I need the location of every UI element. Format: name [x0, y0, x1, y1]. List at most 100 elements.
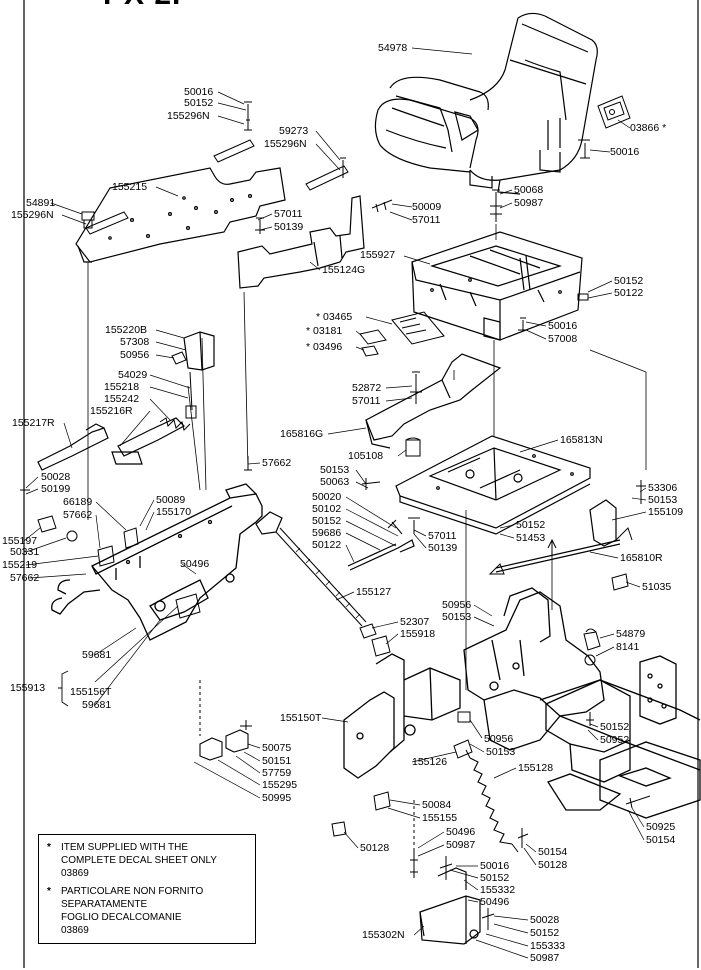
callout-57662-a: 57662 — [262, 457, 292, 469]
assembly-155302N — [420, 868, 480, 944]
callout-155332: 155332 — [480, 884, 516, 896]
note-italian-line1: PARTICOLARE NON FORNITO — [61, 886, 204, 897]
bolt-50154-50128 — [518, 828, 528, 848]
callout-165813N: 165813N — [560, 434, 603, 446]
group-bracket-155913 — [58, 671, 68, 706]
callout-50016-b: 50016 — [548, 320, 578, 332]
bolt-50068-50987 — [490, 190, 502, 222]
callout-50128-a: 50128 — [360, 842, 390, 854]
tube-155156T — [176, 594, 200, 618]
callout-155219: 155219 — [2, 559, 38, 571]
callout-50199: 50199 — [41, 483, 71, 495]
callout-155295: 155295 — [262, 779, 298, 791]
callout-155126: 155126 — [412, 756, 448, 768]
washer-50331 — [67, 531, 77, 541]
note-english-line2: COMPLETE DECAL SHEET ONLY — [61, 855, 217, 866]
callout-155197: 155197 — [2, 535, 38, 547]
callout-57011-d: 57011 — [428, 530, 457, 542]
callout-155150T: 155150T — [280, 712, 322, 724]
callout-155913: 155913 — [10, 682, 46, 694]
bolt-50151 — [240, 720, 252, 730]
bolt-53306 — [636, 480, 646, 504]
base-155927 — [412, 232, 582, 340]
knob-54879 — [584, 629, 600, 650]
callout-50009: 50009 — [412, 201, 442, 213]
callout-50068: 50068 — [514, 184, 544, 196]
callout-50152-d: 50152 — [516, 519, 546, 531]
callout-50153-a: 50153 — [320, 464, 350, 476]
bolt-52872-57011 — [410, 372, 422, 404]
callout-50028-a: 50028 — [41, 471, 71, 483]
callout-50496-b: 50496 — [446, 826, 476, 838]
callout-155296N-top: 155296N — [167, 110, 210, 122]
callout-59273: 59273 — [279, 125, 309, 137]
bolt-57662-left — [244, 456, 252, 470]
bar-155296N-top — [214, 140, 254, 162]
callout-59681-b: 59681 — [82, 699, 112, 711]
chassis-frame — [464, 588, 700, 818]
rod-ends — [490, 528, 632, 574]
spring-155126 — [454, 740, 472, 758]
bolt-57011-50139 — [255, 218, 265, 234]
seat-bolt-50016 — [578, 140, 590, 158]
callout-50153-d: 50153 — [486, 746, 516, 758]
callout-155127: 155127 — [356, 586, 392, 598]
knob-66189 — [124, 528, 138, 548]
callout-155109: 155109 — [648, 506, 684, 518]
callout-53306: 53306 — [648, 482, 678, 494]
callout-57662-c: 57662 — [10, 572, 40, 584]
callout-50084: 50084 — [422, 799, 452, 811]
callout-03496: * 03496 — [306, 341, 343, 353]
callout-54978: 54978 — [378, 42, 408, 54]
callout-51035: 51035 — [642, 581, 672, 593]
bolt-50016-57008 — [518, 318, 528, 330]
callout-59681-a: 59681 — [82, 649, 112, 661]
cover-165816G — [366, 354, 500, 448]
callout-50089: 50089 — [156, 494, 186, 506]
lever-155216R — [112, 418, 184, 464]
frame-155913 — [52, 484, 262, 640]
callout-8141: 8141 — [616, 641, 640, 653]
nut-50084-155155 — [374, 792, 390, 810]
spring-155242 — [160, 418, 190, 430]
callout-155216R: 155216R — [90, 405, 133, 417]
bolt-50152-50952 — [586, 712, 594, 726]
rod-threads — [296, 548, 360, 618]
bolt-50020-50102 — [388, 520, 402, 534]
bolt-59273 — [340, 158, 346, 178]
spacer-155219 — [98, 546, 114, 566]
callout-155215: 155215 — [112, 181, 148, 193]
rod-165810R — [496, 540, 620, 572]
callout-155927: 155927 — [360, 249, 396, 261]
decal-03866 — [598, 96, 630, 128]
callout-50956-a: 50956 — [120, 349, 150, 361]
callout-57662-b: 57662 — [63, 509, 93, 521]
note-english-asterisk: * — [47, 842, 51, 853]
plate-165813N — [396, 436, 590, 534]
note-italian-line3: FOGLIO DECALCOMANIE — [61, 912, 182, 923]
bar-59273 — [306, 166, 348, 190]
callout-50152-b: 50152 — [614, 275, 644, 287]
nut-52307 — [360, 624, 376, 638]
callout-54891: 54891 — [26, 197, 56, 209]
note-italian-line4: 03869 — [61, 925, 89, 936]
callout-50496-a: 50496 — [180, 558, 210, 570]
callout-50028-b: 50028 — [530, 914, 560, 926]
callout-155155: 155155 — [422, 812, 458, 824]
callout-50987-a: 50987 — [514, 197, 544, 209]
callout-50016-c: 50016 — [480, 860, 510, 872]
callout-57308: 57308 — [120, 336, 150, 348]
callout-66189: 66189 — [63, 496, 93, 508]
callout-51453: 51453 — [516, 532, 546, 544]
callout-50139-a: 50139 — [274, 221, 304, 233]
spring-hooks — [466, 750, 518, 852]
callout-165816G: 165816G — [280, 428, 324, 440]
notes-box: * ITEM SUPPLIED WITH THE COMPLETE DECAL … — [38, 834, 256, 944]
bar-155296N-left — [86, 212, 128, 234]
bolt-50016-50152 — [440, 856, 452, 880]
nut-50152-50122 — [578, 294, 588, 300]
guide-lines — [88, 224, 646, 690]
callout-50139-b: 50139 — [428, 542, 458, 554]
callout-57759: 57759 — [262, 767, 292, 779]
